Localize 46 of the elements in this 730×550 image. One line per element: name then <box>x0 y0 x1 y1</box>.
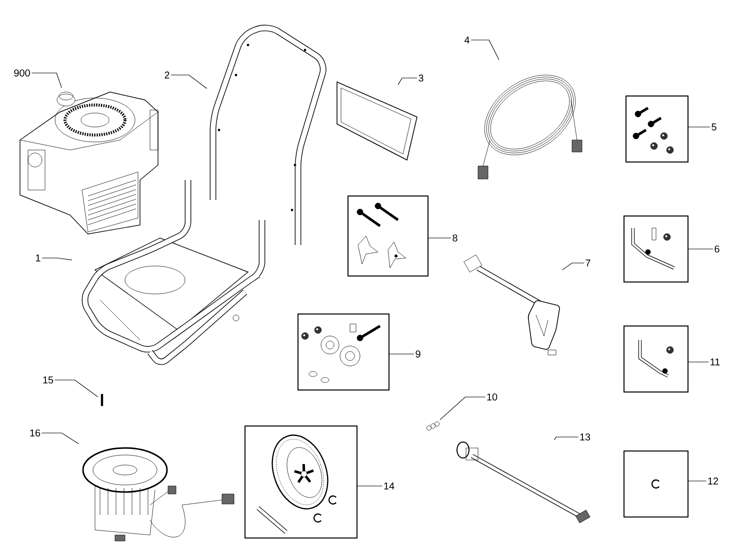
leader-line <box>42 258 72 260</box>
leader-line <box>54 380 98 398</box>
wheel-kit-drawing <box>244 426 358 538</box>
callout-number: 12 <box>708 478 718 484</box>
callout-number: 10 <box>487 393 498 401</box>
callout-number: 15 <box>43 376 54 384</box>
hardware-kit-drawing <box>298 314 390 390</box>
callout-number: 2 <box>164 72 170 78</box>
leader-line <box>554 436 579 440</box>
leader-line <box>41 432 79 444</box>
callout-number: 1 <box>36 254 40 262</box>
callout-number: 3 <box>418 74 424 82</box>
wand-drawing <box>456 442 590 524</box>
callout-number: 9 <box>416 350 420 358</box>
callout-number: 8 <box>452 234 458 242</box>
leader-line <box>398 78 418 86</box>
leader-line <box>688 248 714 250</box>
callout-number: 7 <box>586 260 590 266</box>
callout-number: 900 <box>14 69 30 77</box>
engine-drawing <box>20 92 158 234</box>
leader-line <box>470 40 500 60</box>
callout-number: 6 <box>714 245 720 253</box>
leader-line <box>31 72 62 88</box>
hardware-kit-drawing <box>624 216 688 282</box>
hardware-kit-drawing <box>626 96 688 162</box>
callout-number: 16 <box>30 429 40 437</box>
spray-gun-drawing <box>464 254 560 356</box>
callout-number: 11 <box>710 358 720 366</box>
hardware-kit-drawing <box>624 450 688 518</box>
handle-drawing <box>210 24 326 245</box>
leader-line <box>562 262 584 270</box>
hardware-kit-drawing <box>624 326 688 392</box>
hose-drawing <box>478 74 582 180</box>
frame-drawing <box>82 180 266 365</box>
callout-number: 14 <box>384 482 394 490</box>
leader-line <box>170 74 208 89</box>
pin-drawing <box>100 394 104 406</box>
callout-number: 13 <box>580 433 590 441</box>
leader-line <box>440 396 486 420</box>
fitting-drawing <box>426 422 440 430</box>
leader-line <box>688 126 710 128</box>
callout-number: 4 <box>464 36 470 44</box>
leader-line <box>688 480 707 482</box>
pump-drawing <box>82 447 234 542</box>
hardware-kit-drawing <box>348 196 428 276</box>
callout-number: 5 <box>712 124 716 130</box>
